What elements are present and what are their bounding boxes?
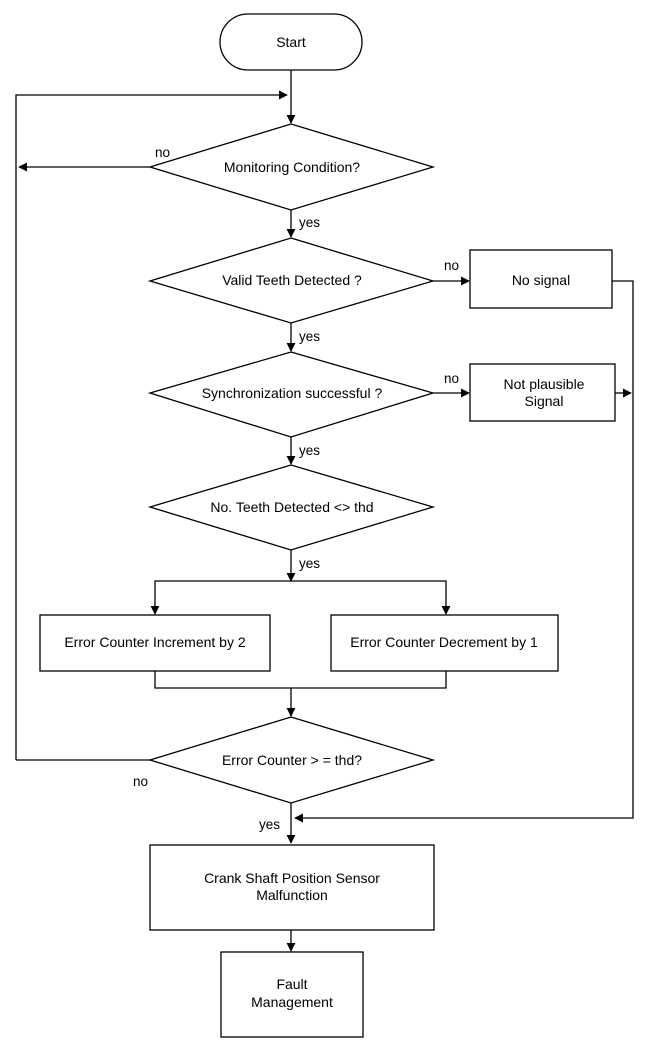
counter-no-label: no [133, 774, 148, 789]
edge-split-right [291, 580, 451, 615]
fault-label-line1: Fault [276, 976, 307, 992]
fault-label-line2: Management [251, 994, 333, 1010]
valid-teeth-decision: Valid Teeth Detected ? [147, 237, 436, 324]
sync-decision: Synchronization successful ? [147, 351, 436, 438]
edges [15, 70, 634, 952]
no-signal-label: No signal [512, 272, 570, 288]
no-signal-box [469, 249, 613, 309]
not-plausible-node: Not plausible Signal [469, 363, 616, 422]
edge-split-left [150, 580, 291, 615]
counter-thd-label: Error Counter > = thd? [222, 752, 362, 768]
increment-label: Error Counter Increment by 2 [64, 634, 246, 650]
fault-box [220, 951, 364, 1038]
valid-yes-label: yes [299, 329, 320, 344]
teeth-thd-label: No. Teeth Detected <> thd [210, 499, 373, 515]
no-signal-node: No signal [469, 249, 613, 309]
counter-thd-diamond [147, 716, 436, 804]
malfunction-label-line2: Malfunction [256, 887, 328, 903]
decrement-box [330, 614, 559, 672]
increment-box [39, 614, 271, 672]
sync-label: Synchronization successful ? [202, 385, 383, 401]
counter-yes-label: yes [259, 817, 280, 832]
counter-thd-decision: Error Counter > = thd? [147, 716, 436, 804]
monitoring-yes-label: yes [299, 215, 320, 230]
monitoring-diamond [147, 123, 436, 211]
malfunction-label-line1: Crank Shaft Position Sensor [204, 870, 380, 886]
decrement-node: Error Counter Decrement by 1 [330, 614, 559, 672]
teeth-thd-diamond [147, 464, 436, 551]
start-node: Start [219, 13, 363, 71]
start-terminal-shape [219, 13, 363, 71]
teeth-thd-decision: No. Teeth Detected <> thd [147, 464, 436, 551]
edge-labels: no yes no yes no yes yes no yes [133, 145, 459, 832]
edge-loop-return-top [15, 90, 288, 760]
monitoring-no-label: no [155, 145, 170, 160]
malfunction-box [149, 844, 435, 931]
not-plausible-label-line2: Signal [525, 393, 564, 409]
valid-teeth-label: Valid Teeth Detected ? [222, 272, 362, 288]
sync-diamond [147, 351, 436, 438]
malfunction-node: Crank Shaft Position Sensor Malfunction [149, 844, 435, 931]
not-plausible-label-line1: Not plausible [504, 376, 585, 392]
start-label: Start [276, 34, 306, 50]
decrement-label: Error Counter Decrement by 1 [350, 634, 538, 650]
edge-nosignal-return [294, 280, 634, 823]
sync-no-label: no [444, 371, 459, 386]
not-plausible-box [469, 363, 616, 422]
increment-node: Error Counter Increment by 2 [39, 614, 271, 672]
valid-teeth-diamond [147, 237, 436, 324]
monitoring-decision: Monitoring Condition? [147, 123, 436, 211]
valid-no-label: no [444, 258, 459, 273]
edge-increment-merge [154, 671, 291, 689]
fault-node: Fault Management [220, 951, 364, 1038]
sync-yes-label: yes [299, 443, 320, 458]
monitoring-label: Monitoring Condition? [224, 159, 360, 175]
edge-decrement-merge [291, 671, 447, 689]
teeth-yes-label: yes [299, 556, 320, 571]
